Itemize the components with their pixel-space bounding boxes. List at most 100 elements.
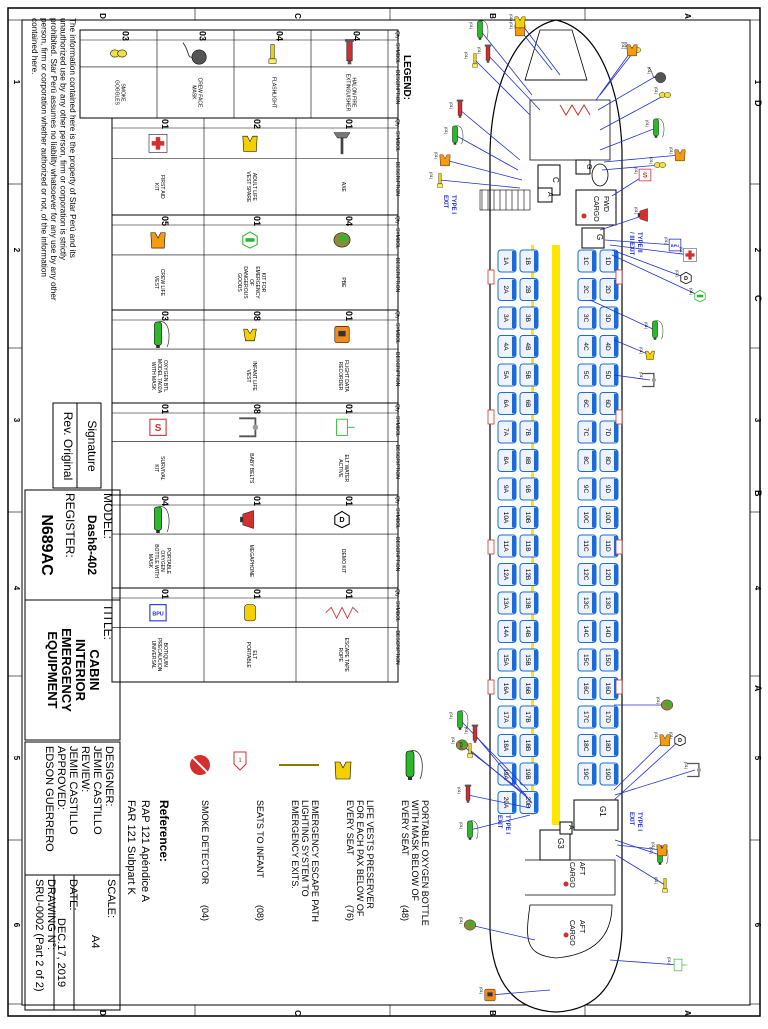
seat[interactable]: 17C xyxy=(577,705,597,729)
seat[interactable]: 15B xyxy=(519,648,539,672)
seat[interactable]: 11C xyxy=(577,534,597,558)
seat[interactable]: 10D xyxy=(599,506,619,529)
seat[interactable]: 17A xyxy=(497,705,517,729)
seat[interactable]: 8B xyxy=(519,449,539,472)
seat[interactable]: 6B xyxy=(519,392,539,415)
seat[interactable]: 8D xyxy=(599,449,619,472)
seat[interactable]: 14C xyxy=(577,620,597,643)
seat[interactable]: 15D xyxy=(599,648,619,672)
svg-text:BPU: BPU xyxy=(152,611,163,617)
seat[interactable]: 12B xyxy=(519,563,539,586)
seat[interactable]: 5C xyxy=(577,363,597,387)
seat[interactable]: 18B xyxy=(519,734,539,757)
seat[interactable]: 15A xyxy=(497,648,517,672)
seat[interactable]: 14A xyxy=(497,620,517,643)
seat[interactable]: 1C xyxy=(577,249,597,273)
seat[interactable]: 10B xyxy=(519,506,539,529)
seat[interactable]: 19B xyxy=(519,762,539,786)
seat[interactable]: 11A xyxy=(497,534,517,558)
seat[interactable]: 18D xyxy=(599,734,619,757)
seat[interactable]: 4B xyxy=(519,335,539,358)
seat[interactable]: 13C xyxy=(577,591,597,615)
seat-label: 8C xyxy=(582,456,589,465)
seat[interactable]: 12A xyxy=(497,563,517,586)
seat[interactable]: 13B xyxy=(519,591,539,615)
seat[interactable]: 20A xyxy=(497,791,517,814)
megaphone-icon xyxy=(240,510,254,529)
seat[interactable]: 12C xyxy=(577,563,597,586)
svg-text:KIT: KIT xyxy=(153,464,159,472)
seat[interactable]: 9B xyxy=(519,477,539,501)
seat[interactable]: 1B xyxy=(519,249,539,273)
seat[interactable]: 15C xyxy=(577,648,597,672)
seat[interactable]: 6D xyxy=(599,392,619,415)
seat[interactable]: 9A xyxy=(497,477,517,501)
drawing-value: SRU-0002 (Part 2 of 2) xyxy=(33,879,45,992)
seat[interactable]: 14D xyxy=(599,620,619,643)
zone-letter-top: A xyxy=(753,685,763,692)
seat[interactable]: 6A xyxy=(497,392,517,415)
seat[interactable]: 19A xyxy=(497,762,517,786)
seat[interactable]: 14B xyxy=(519,620,539,643)
seat[interactable]: 4D xyxy=(599,335,619,358)
seat[interactable]: 20B xyxy=(519,791,539,814)
review-value: JEMIE CASTILLO xyxy=(67,746,79,835)
seat[interactable]: 4C xyxy=(577,335,597,358)
seat[interactable]: 3B xyxy=(519,306,539,330)
seat[interactable]: 9D xyxy=(599,477,619,501)
flashlight-icon xyxy=(467,743,473,758)
seat[interactable]: 7C xyxy=(577,420,597,444)
svg-text:SURVIVAL: SURVIVAL xyxy=(159,456,165,480)
seat[interactable]: 5B xyxy=(519,363,539,387)
seat[interactable]: 18C xyxy=(577,734,597,757)
seat[interactable]: 19D xyxy=(599,762,619,786)
seat-label: 15D xyxy=(604,654,611,666)
seat[interactable]: 17D xyxy=(599,705,619,729)
seat[interactable]: 2B xyxy=(519,278,539,301)
seat[interactable]: 18A xyxy=(497,734,517,757)
smoke-goggles-icon xyxy=(110,49,127,58)
svg-text:OF: OF xyxy=(248,279,254,286)
seat[interactable]: 3A xyxy=(497,306,517,330)
seat[interactable]: 5A xyxy=(497,363,517,387)
seat[interactable]: 1A xyxy=(497,249,517,273)
seat[interactable]: 7D xyxy=(599,420,619,444)
seat[interactable]: 9C xyxy=(577,477,597,501)
svg-text:KIT FOR: KIT FOR xyxy=(260,273,266,293)
seat[interactable]: 16A xyxy=(497,677,517,700)
seat[interactable]: 7A xyxy=(497,420,517,444)
axe-icon xyxy=(333,132,351,155)
seat[interactable]: 2D xyxy=(599,278,619,301)
seat[interactable]: 7B xyxy=(519,420,539,444)
seat[interactable]: 11D xyxy=(599,534,619,558)
seat[interactable]: 16C xyxy=(577,677,597,700)
legend-header-description: DESCRIPTION xyxy=(394,537,400,572)
seat[interactable]: 12D xyxy=(599,563,619,586)
seat[interactable]: 2C xyxy=(577,278,597,301)
svg-text:TYPE I: TYPE I xyxy=(636,812,642,831)
seat[interactable]: 8A xyxy=(497,449,517,472)
equipment-qty: (01) xyxy=(654,877,659,885)
seat[interactable]: 11B xyxy=(519,534,539,558)
seat[interactable]: 1D xyxy=(599,249,619,273)
seat[interactable]: 10C xyxy=(577,506,597,529)
svg-text:S: S xyxy=(643,172,648,180)
seat[interactable]: 3C xyxy=(577,306,597,330)
seat[interactable]: 6C xyxy=(577,392,597,415)
seat-label: 13C xyxy=(582,597,589,609)
seat[interactable]: 8C xyxy=(577,449,597,472)
seat[interactable]: 19C xyxy=(577,762,597,786)
seat[interactable]: 13D xyxy=(599,591,619,615)
seat[interactable]: 13A xyxy=(497,591,517,615)
seat[interactable]: 10A xyxy=(497,506,517,529)
seat[interactable]: 16D xyxy=(599,677,619,700)
seat[interactable]: 17B xyxy=(519,705,539,729)
seat[interactable]: 4A xyxy=(497,335,517,358)
seat[interactable]: 3D xyxy=(599,306,619,330)
seat[interactable]: 2A xyxy=(497,278,517,301)
seat[interactable]: 16B xyxy=(519,677,539,700)
